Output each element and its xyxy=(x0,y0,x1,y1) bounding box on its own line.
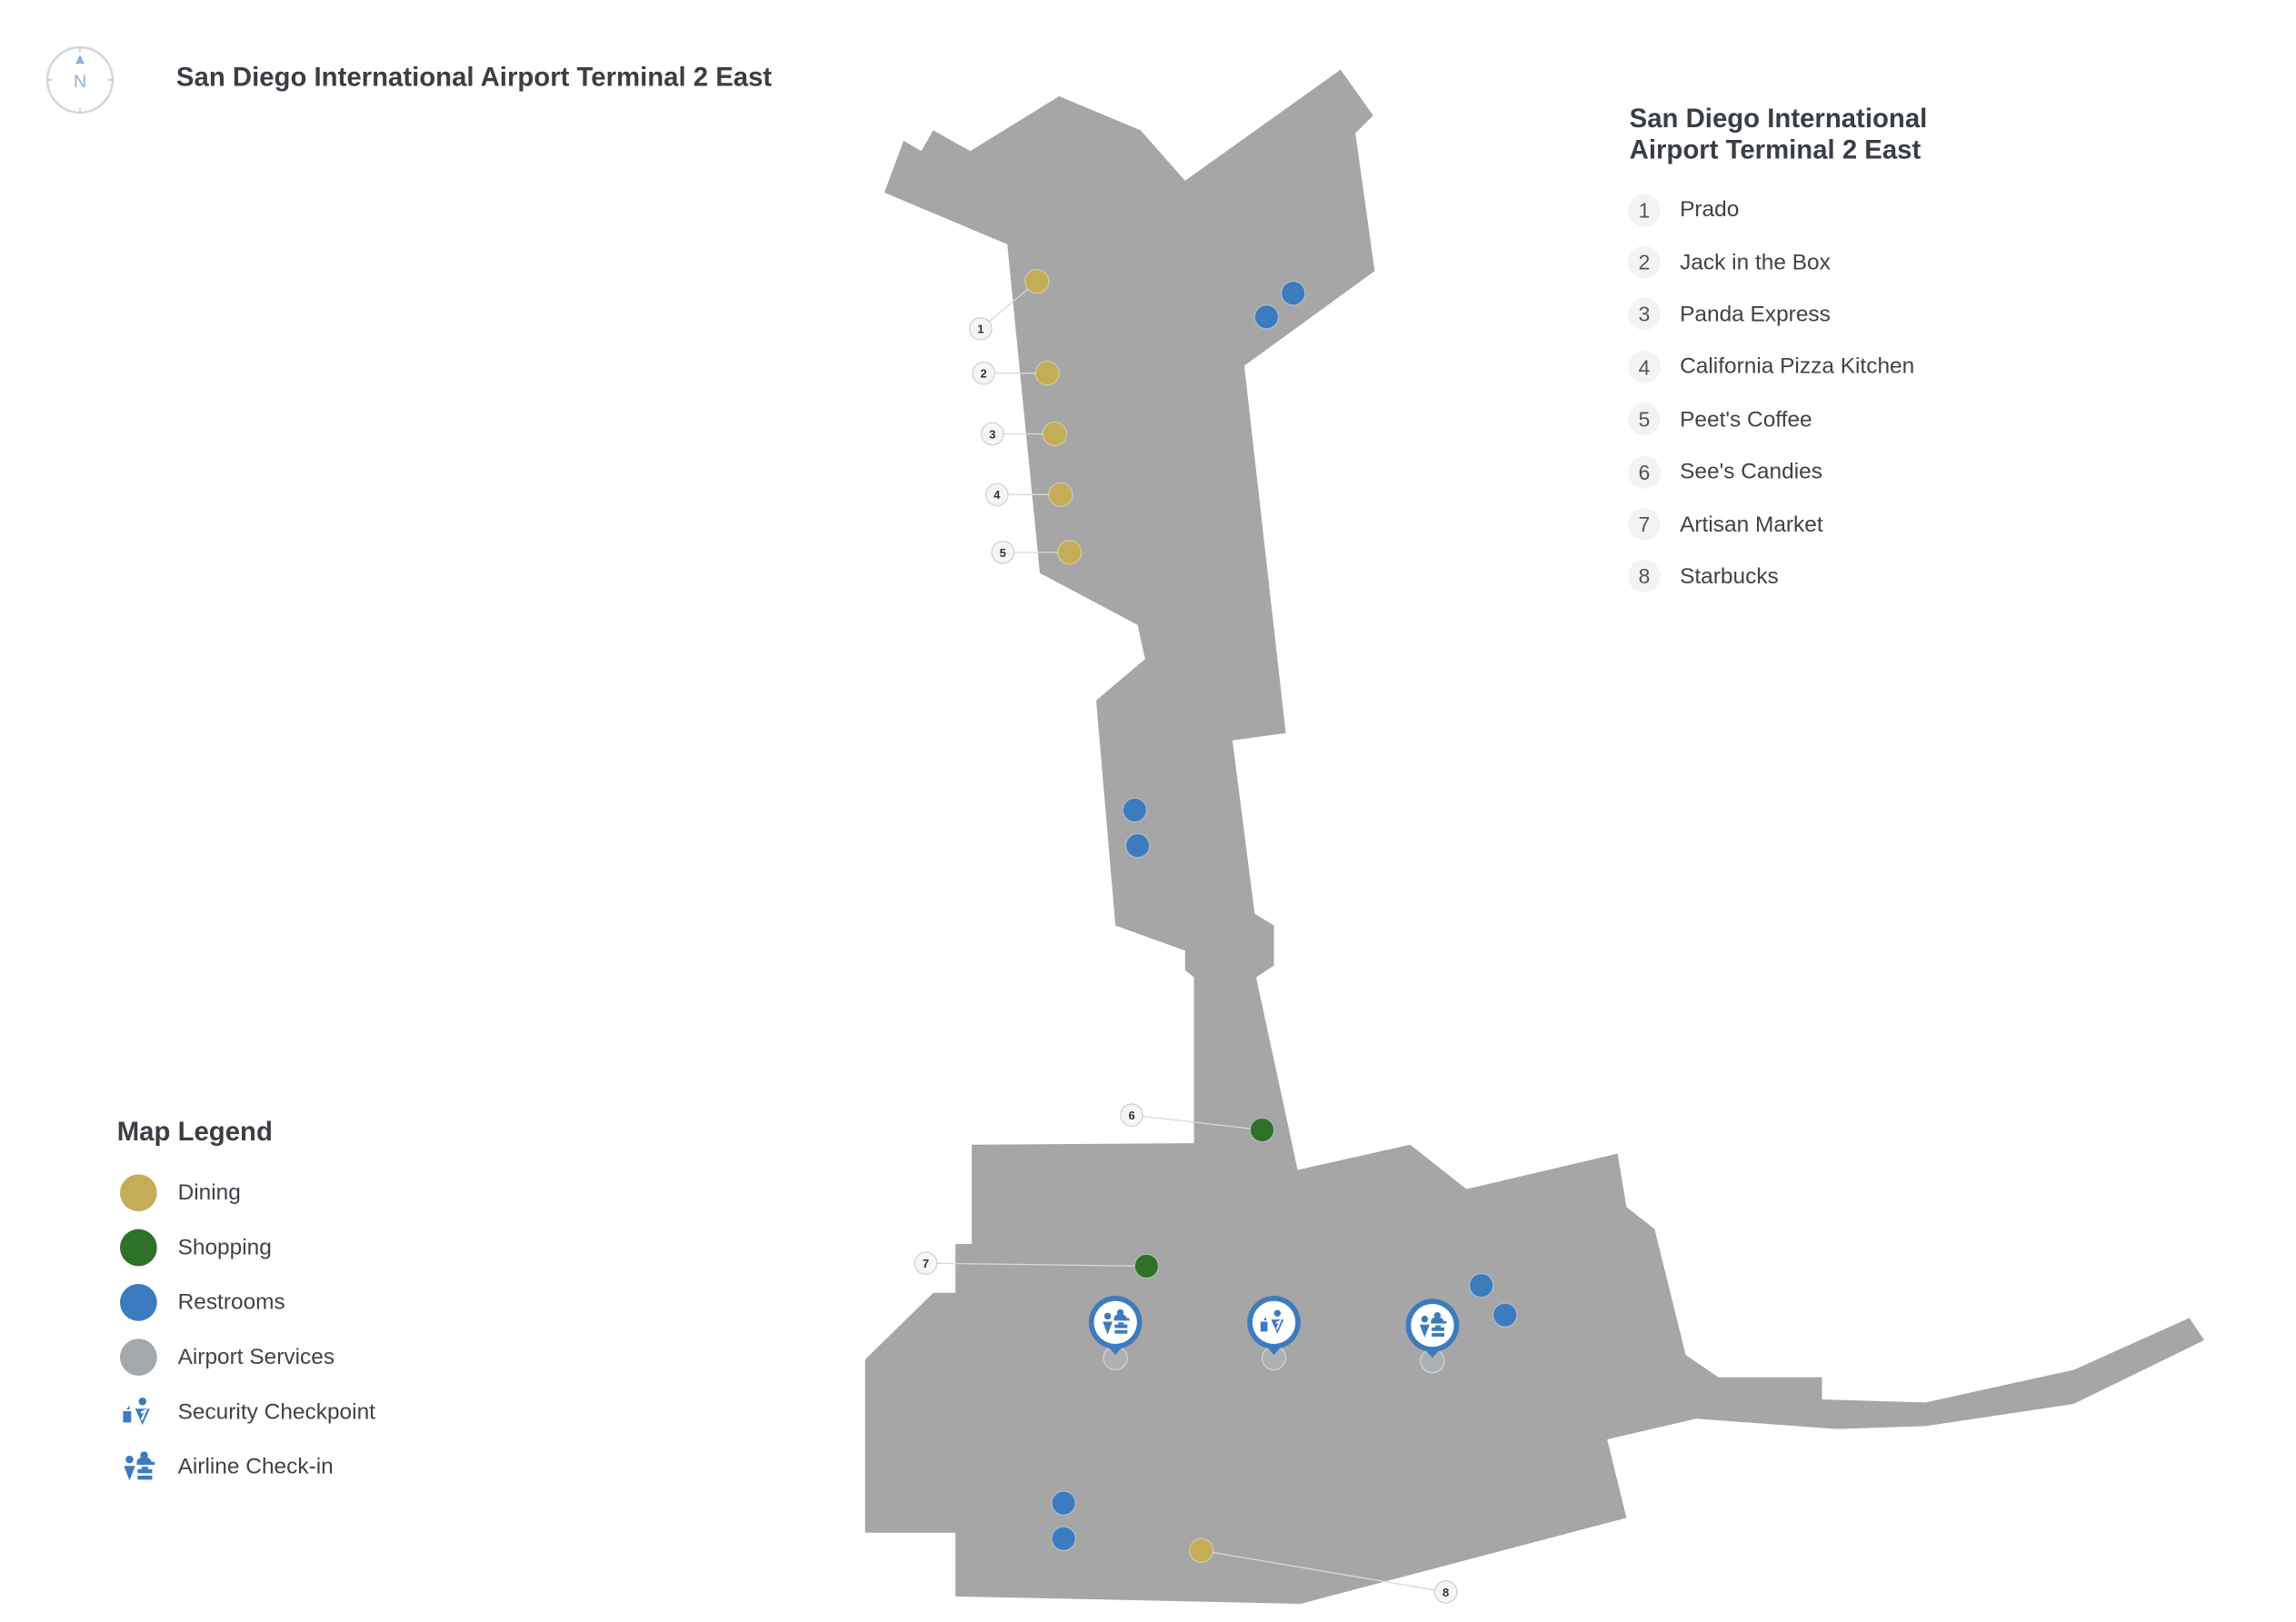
page-title: San Diego International Airport Terminal… xyxy=(175,62,773,93)
callout-leader-line xyxy=(925,1262,1147,1268)
directory-label: Jack in the Box xyxy=(1680,249,1831,275)
callout-badge-7[interactable]: 7 xyxy=(913,1251,938,1276)
dining-marker[interactable] xyxy=(1034,360,1060,386)
directory-item[interactable]: 7 Artisan Market xyxy=(1628,498,1928,551)
legend-item-restrooms: Restrooms xyxy=(117,1272,375,1333)
airline-checkin-pin[interactable] xyxy=(1088,1295,1143,1371)
callout-badge-4[interactable]: 4 xyxy=(984,483,1009,507)
directory-item[interactable]: 3 Panda Express xyxy=(1628,288,1928,341)
directory-label: Starbucks xyxy=(1680,563,1779,590)
directory-item[interactable]: 8 Starbucks xyxy=(1628,551,1928,603)
compass-icon: N xyxy=(45,45,115,114)
callout-number: 8 xyxy=(1442,1586,1449,1599)
airline-checkin-icon xyxy=(1103,1309,1130,1335)
restroom-marker[interactable] xyxy=(1124,832,1151,859)
legend-label: Airline Check-in xyxy=(177,1454,334,1480)
directory-number: 8 xyxy=(1628,560,1661,593)
restroom-marker[interactable] xyxy=(1051,1526,1076,1551)
dining-marker[interactable] xyxy=(1042,421,1068,447)
shopping-marker[interactable] xyxy=(1249,1117,1275,1143)
callout-badge-5[interactable]: 5 xyxy=(991,541,1015,564)
callout-number: 5 xyxy=(1000,546,1006,560)
callout-badge-6[interactable]: 6 xyxy=(1120,1103,1143,1128)
airline-checkin-icon xyxy=(1419,1311,1447,1338)
directory-label: See's Candies xyxy=(1680,459,1822,485)
airline-checkin-icon xyxy=(120,1448,157,1486)
restroom-marker[interactable] xyxy=(1492,1302,1518,1328)
directory-number: 3 xyxy=(1628,298,1661,332)
dining-marker[interactable] xyxy=(1188,1537,1214,1563)
callout-number: 6 xyxy=(1128,1109,1134,1122)
restroom-marker[interactable] xyxy=(1281,280,1306,306)
directory-item[interactable]: 6 See's Candies xyxy=(1628,445,1928,498)
restroom-marker[interactable] xyxy=(1253,304,1280,330)
directory-item[interactable]: 2 Jack in the Box xyxy=(1628,236,1928,289)
airline-checkin-pin[interactable] xyxy=(1405,1299,1460,1374)
directory-number: 5 xyxy=(1628,403,1661,436)
directory-number: 7 xyxy=(1628,508,1661,541)
legend-swatch xyxy=(120,1283,157,1321)
callout-leader-line xyxy=(1132,1114,1263,1131)
callout-badge-1[interactable]: 1 xyxy=(968,316,993,341)
directory-label: California Pizza Kitchen xyxy=(1680,354,1915,380)
legend-swatch xyxy=(120,1174,157,1212)
callout-leader-line xyxy=(1201,1549,1446,1593)
directory-item[interactable]: 1 Prado xyxy=(1628,184,1928,236)
legend-label: Airport Services xyxy=(177,1344,335,1370)
restroom-marker[interactable] xyxy=(1469,1272,1494,1299)
callout-number: 3 xyxy=(989,427,995,441)
poi-markers[interactable] xyxy=(1024,268,1518,1563)
legend-swatch xyxy=(120,1229,157,1267)
legend-label: Restrooms xyxy=(177,1289,285,1316)
directory-number: 4 xyxy=(1628,351,1661,383)
directory-item[interactable]: 5 Peet's Coffee xyxy=(1628,393,1928,446)
terminal-floor-plan xyxy=(864,69,2204,1604)
directory-number: 6 xyxy=(1628,455,1661,489)
directory-label: Panda Express xyxy=(1680,302,1831,328)
shopping-marker[interactable] xyxy=(1133,1253,1160,1279)
callout-badges[interactable]: 1 2 3 4 5 6 7 8 xyxy=(913,316,1458,1604)
legend-label: Shopping xyxy=(177,1235,272,1260)
dining-marker[interactable] xyxy=(1056,540,1083,565)
callout-badge-2[interactable]: 2 xyxy=(972,361,995,385)
directory-item[interactable]: 4 California Pizza Kitchen xyxy=(1628,341,1928,393)
directory-label: Prado xyxy=(1680,197,1740,223)
restroom-marker[interactable] xyxy=(1051,1490,1076,1516)
dining-marker[interactable] xyxy=(1024,268,1050,294)
dining-marker[interactable] xyxy=(1048,482,1073,508)
directory-label: Peet's Coffee xyxy=(1680,406,1812,433)
callout-leader-line xyxy=(980,281,1038,330)
security-checkpoint-icon xyxy=(120,1394,157,1431)
callout-number: 4 xyxy=(993,488,1001,502)
directory-number: 1 xyxy=(1628,193,1661,226)
legend-item-airport-services: Airport Services xyxy=(117,1327,375,1388)
legend-item-shopping: Shopping xyxy=(117,1218,375,1279)
legend-swatch xyxy=(120,1338,157,1376)
directory-label: Artisan Market xyxy=(1680,512,1823,537)
facility-pins[interactable] xyxy=(1088,1295,1460,1374)
callout-number: 1 xyxy=(977,323,983,336)
security-checkpoint-icon xyxy=(1260,1309,1284,1334)
legend-title: Map Legend xyxy=(116,1116,273,1147)
security-checkpoint-pin[interactable] xyxy=(1247,1295,1301,1371)
legend-item-dining: Dining xyxy=(117,1162,375,1223)
legend-label: Security Checkpoint xyxy=(177,1399,375,1425)
compass-north-label: N xyxy=(74,72,86,92)
legend-label: Dining xyxy=(177,1179,241,1206)
callout-number: 2 xyxy=(980,367,986,381)
directory-number: 2 xyxy=(1628,245,1661,279)
callout-badge-8[interactable]: 8 xyxy=(1433,1580,1458,1604)
restroom-marker[interactable] xyxy=(1122,797,1148,823)
legend-item-airline-check-in: Airline Check-in xyxy=(117,1437,375,1498)
callout-badge-3[interactable]: 3 xyxy=(981,422,1004,446)
callout-number: 7 xyxy=(923,1257,929,1270)
legend-item-security-checkpoint: Security Checkpoint xyxy=(117,1382,375,1443)
